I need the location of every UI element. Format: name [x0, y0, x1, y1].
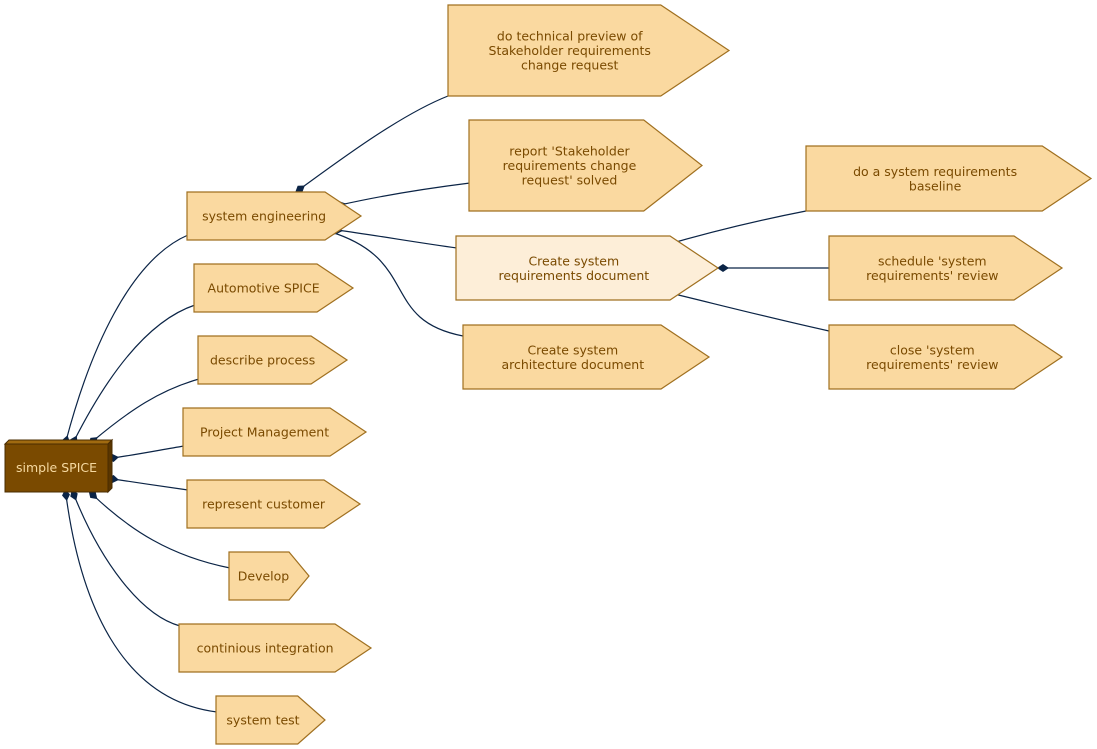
- node-label-line: architecture document: [501, 357, 644, 372]
- node-label-line: system test: [226, 713, 299, 728]
- node-label-line: Create system: [527, 342, 618, 357]
- edge-simple-spice-to-develop: [88, 490, 231, 569]
- node-simple-spice[interactable]: simple SPICE: [3, 438, 114, 494]
- diamond-icon: [88, 490, 98, 500]
- node-label-line: requirements change: [503, 158, 637, 173]
- node-label: simple SPICE: [16, 460, 97, 475]
- node-project-management[interactable]: Project Management: [182, 407, 368, 457]
- node-label-line: continious integration: [197, 641, 334, 656]
- edge-line: [73, 494, 181, 627]
- edge-line: [112, 445, 185, 459]
- node-shape: [197, 335, 349, 385]
- edge-line: [330, 231, 464, 337]
- edge-system-engineering-to-create-sys-arch-doc: [325, 228, 464, 337]
- node-label-line: close 'system: [890, 342, 975, 357]
- node-label-line: represent customer: [202, 497, 326, 512]
- node-label-line: report 'Stakeholder: [509, 144, 630, 159]
- node-shape: [186, 191, 363, 241]
- edge-create-sys-req-doc-to-schedule-review: [717, 264, 829, 272]
- node-label-line: requirements' review: [866, 268, 998, 283]
- node-shape: [178, 623, 373, 673]
- node-shape: [447, 4, 731, 97]
- edge-line: [336, 229, 458, 249]
- node-system-engineering[interactable]: system engineering: [186, 191, 363, 241]
- edge-line: [339, 182, 471, 206]
- edge-system-engineering-to-report-solved: [334, 182, 471, 209]
- node-label-line: requirements document: [498, 268, 649, 283]
- node-shape: [828, 235, 1064, 301]
- edge-line: [299, 95, 449, 190]
- edge-system-engineering-to-create-sys-req-doc: [331, 226, 458, 249]
- node-shape: [182, 407, 368, 457]
- node-label-line: Stakeholder requirements: [489, 43, 651, 58]
- edges-layer: [62, 95, 830, 713]
- node-label-line: describe process: [210, 353, 315, 368]
- node-label-line: schedule 'system: [878, 253, 987, 268]
- root-side-face: [107, 438, 113, 494]
- edge-line: [65, 494, 218, 713]
- nodes-layer: simple SPICE system engineeringAutomotive…: [3, 4, 1093, 745]
- diamond-icon: [717, 264, 729, 272]
- root-top-face: [3, 439, 114, 445]
- edge-simple-spice-to-project-management: [107, 445, 185, 462]
- node-shape: [228, 551, 310, 601]
- node-automotive-spice[interactable]: Automotive SPICE: [193, 263, 355, 313]
- node-label-line: Automotive SPICE: [208, 281, 320, 296]
- node-label-line: request' solved: [522, 173, 618, 188]
- edge-line: [112, 478, 189, 491]
- root-front-face: [4, 443, 109, 493]
- diamond-icon: [295, 185, 305, 193]
- node-develop[interactable]: Develop: [228, 551, 310, 601]
- node-describe-process[interactable]: describe process: [197, 335, 349, 385]
- node-shape: [186, 479, 362, 529]
- node-label-line: Project Management: [200, 425, 329, 440]
- node-shape: [215, 695, 326, 745]
- node-label-line: Develop: [238, 569, 290, 584]
- edge-simple-spice-to-continious-integration: [70, 489, 181, 627]
- node-label-line: system engineering: [202, 209, 326, 224]
- node-shape: [468, 119, 703, 212]
- node-shape: [805, 145, 1093, 212]
- node-label-line: do technical preview of: [497, 29, 643, 44]
- edge-system-engineering-to-do-technical-preview: [295, 95, 449, 193]
- node-system-test[interactable]: system test: [215, 695, 326, 745]
- node-shape: [193, 263, 355, 313]
- edge-line: [92, 378, 200, 442]
- edge-line: [65, 234, 189, 442]
- node-label-line: change request: [521, 58, 619, 73]
- node-represent-customer[interactable]: represent customer: [186, 479, 362, 529]
- node-shape: [828, 324, 1064, 390]
- node-label-line: do a system requirements: [853, 164, 1017, 179]
- node-label-line: requirements' review: [866, 357, 998, 372]
- node-shape: [462, 324, 711, 390]
- edge-line: [73, 304, 196, 442]
- edge-line: [661, 210, 807, 247]
- edge-line: [661, 290, 830, 332]
- node-shape: [455, 235, 720, 301]
- node-label-line: baseline: [909, 178, 962, 193]
- edge-simple-spice-to-represent-customer: [107, 475, 189, 491]
- node-label-line: Create system: [528, 253, 619, 268]
- edge-line: [92, 494, 231, 569]
- node-continious-integration[interactable]: continious integration: [178, 623, 373, 673]
- edge-simple-spice-to-automotive-spice: [70, 304, 196, 447]
